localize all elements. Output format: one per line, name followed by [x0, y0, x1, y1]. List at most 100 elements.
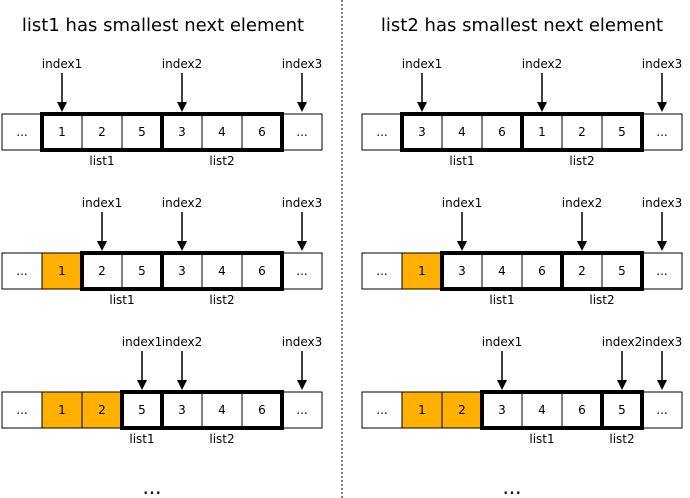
cell-value: 6	[498, 125, 506, 139]
cell-value: 3	[418, 125, 426, 139]
array-cell	[201, 391, 243, 429]
sublist-label: list1	[449, 154, 474, 168]
cell-value: 2	[98, 403, 106, 417]
cell-value: 4	[218, 403, 226, 417]
index-label: index2	[162, 57, 202, 71]
index-label: index1	[122, 335, 162, 349]
cell-value: 1	[58, 403, 66, 417]
index-label: index2	[162, 196, 202, 210]
array-cell	[281, 391, 323, 429]
cell-value: ...	[16, 125, 27, 139]
sublist-label: list2	[209, 432, 234, 446]
sublist-label: list2	[209, 154, 234, 168]
cell-value: 3	[458, 264, 466, 278]
array-cell	[161, 252, 203, 290]
index-label: index1	[402, 57, 442, 71]
cell-value: 1	[58, 125, 66, 139]
array-cell	[281, 113, 323, 151]
cell-value: 5	[618, 403, 626, 417]
pointer-arrow-head	[57, 102, 67, 112]
continuation-ellipsis: ...	[142, 475, 161, 498]
cell-value: 1	[418, 403, 426, 417]
cell-value: 4	[458, 125, 466, 139]
pointer-arrow-head	[657, 380, 667, 390]
pointer-arrow-head	[457, 241, 467, 251]
pointer-arrow-head	[177, 102, 187, 112]
cell-value: 2	[98, 125, 106, 139]
merged-cell	[41, 252, 83, 290]
cell-value: 1	[418, 264, 426, 278]
cell-value: ...	[16, 403, 27, 417]
cell-value: ...	[296, 403, 307, 417]
array-cell	[481, 252, 523, 290]
cell-value: 6	[258, 403, 266, 417]
array-cell	[601, 252, 643, 290]
cell-value: 5	[618, 125, 626, 139]
pointer-arrow-head	[657, 102, 667, 112]
array-cell	[1, 391, 43, 429]
pointer-arrow-head	[137, 380, 147, 390]
cell-value: ...	[376, 264, 387, 278]
sublist-box-list2	[600, 390, 644, 430]
array-cell	[601, 391, 643, 429]
continuation-ellipsis: ...	[502, 475, 521, 498]
pointer-arrow-head	[297, 241, 307, 251]
pointer-arrow-head	[297, 102, 307, 112]
cell-value: 4	[538, 403, 546, 417]
array-cell	[361, 113, 403, 151]
cell-value: 6	[578, 403, 586, 417]
cell-value: ...	[376, 403, 387, 417]
sublist-box-list2	[160, 112, 284, 152]
cell-value: 4	[218, 264, 226, 278]
array-cell	[641, 391, 683, 429]
cell-value: 3	[178, 125, 186, 139]
index-label: index1	[42, 57, 82, 71]
cell-value: 1	[58, 264, 66, 278]
sublist-label: list1	[489, 293, 514, 307]
index-label: index2	[562, 196, 602, 210]
cell-value: 5	[618, 264, 626, 278]
pointer-arrow-head	[177, 380, 187, 390]
array-cell	[1, 113, 43, 151]
cell-value: 2	[458, 403, 466, 417]
sublist-label: list2	[209, 293, 234, 307]
cell-value: 1	[538, 125, 546, 139]
cell-value: 6	[258, 125, 266, 139]
cell-value: 5	[138, 125, 146, 139]
cell-value: ...	[656, 264, 667, 278]
index-label: index2	[602, 335, 642, 349]
index-label: index2	[522, 57, 562, 71]
panel-title: list1 has smallest next element	[22, 15, 304, 36]
array-cell	[201, 252, 243, 290]
sublist-label: list1	[129, 432, 154, 446]
pointer-arrow-head	[497, 380, 507, 390]
cell-value: 4	[218, 125, 226, 139]
sublist-box-list2	[160, 251, 284, 291]
pointer-arrow-head	[97, 241, 107, 251]
index-label: index2	[162, 335, 202, 349]
cell-value: ...	[656, 403, 667, 417]
cell-value: 2	[578, 264, 586, 278]
sublist-label: list1	[529, 432, 554, 446]
sublist-box-list2	[520, 112, 644, 152]
pointer-arrow-head	[177, 241, 187, 251]
cell-value: 6	[258, 264, 266, 278]
cell-value: 4	[498, 264, 506, 278]
panel-title: list2 has smallest next element	[381, 15, 663, 36]
pointer-arrow-head	[297, 380, 307, 390]
sublist-box-list2	[560, 251, 644, 291]
merged-cell	[81, 391, 123, 429]
sublist-label: list2	[609, 432, 634, 446]
cell-value: ...	[656, 125, 667, 139]
cell-value: ...	[376, 125, 387, 139]
cell-value: 5	[138, 264, 146, 278]
array-cell	[41, 113, 83, 151]
index-label: index3	[642, 335, 682, 349]
cell-value: 3	[178, 403, 186, 417]
array-cell	[281, 252, 323, 290]
merged-cell	[401, 252, 443, 290]
pointer-arrow-head	[617, 380, 627, 390]
cell-value: ...	[296, 125, 307, 139]
sublist-label: list1	[89, 154, 114, 168]
